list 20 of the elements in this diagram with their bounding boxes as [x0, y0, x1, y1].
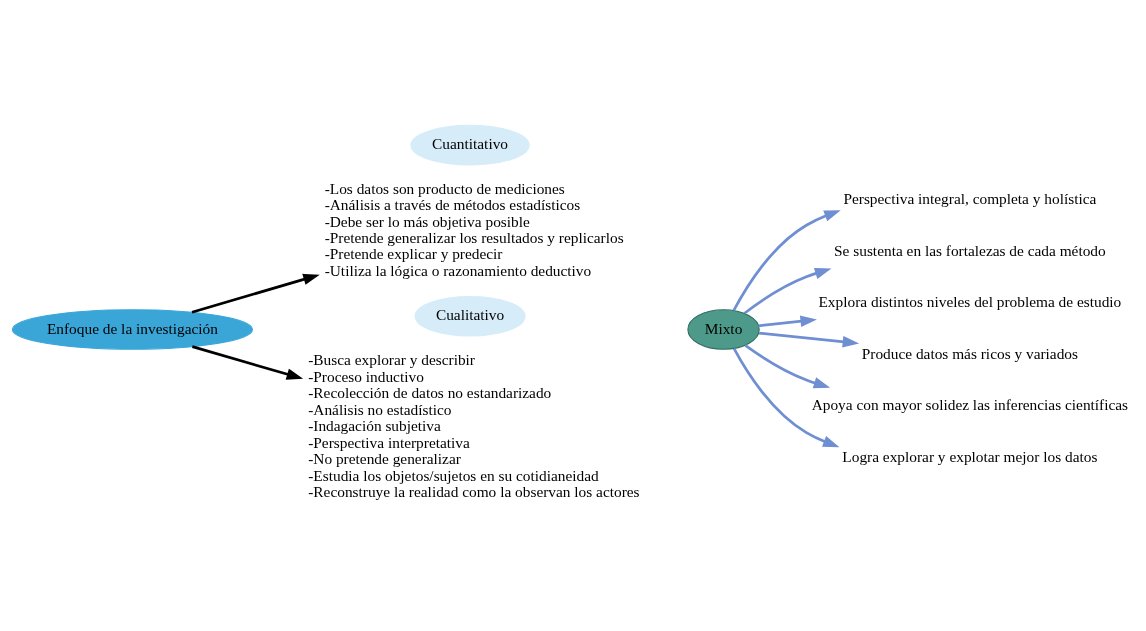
- node-text: -Los datos son producto de mediciones -Análisis a través de métodos estadísticos -Debe ser lo más objetiva posible -Pretende generalizar los resultados y replicarlos -Pretende explicar y predecir -Utiliza la lógica o razonamiento deductivo: [324, 179, 624, 279]
- arrow: [758, 315, 817, 328]
- arrow: [743, 267, 832, 315]
- node-ellipse: Cuantitativo: [410, 124, 530, 166]
- arrow: [191, 273, 320, 314]
- node-text: Explora distintos niveles del problema de estudio: [818, 293, 1122, 311]
- arrow: [758, 331, 860, 348]
- node-text: Se sustenta en las fortalezas de cada método: [834, 241, 1106, 259]
- arrow: [191, 345, 304, 380]
- arrow: [744, 344, 831, 389]
- node-text: Apoya con mayor solidez las inferencias científicas: [811, 396, 1129, 414]
- node-ellipse: Mixto: [687, 309, 760, 350]
- arrow: [732, 348, 840, 448]
- node-text: Perspectiva integral, completa y holística: [843, 190, 1097, 208]
- node-ellipse: Cualitativo: [414, 296, 526, 337]
- node-ellipse: Enfoque de la investigación: [11, 309, 253, 350]
- node-text: -Busca explorar y describir -Proceso inductivo -Recolección de datos no estandarizado -Análisis no estadístico -Indagación subjetiva -Perspectiva interpretativa -No pretende generalizar -Estudia los objetos/sujetos en su cotidianeidad -Reconstruye la realidad como la observan los actores: [308, 351, 640, 501]
- node-text: Logra explorar y explotar mejor los datos: [842, 447, 1098, 465]
- arrow: [732, 210, 841, 312]
- node-text: Produce datos más ricos y variados: [861, 344, 1079, 362]
